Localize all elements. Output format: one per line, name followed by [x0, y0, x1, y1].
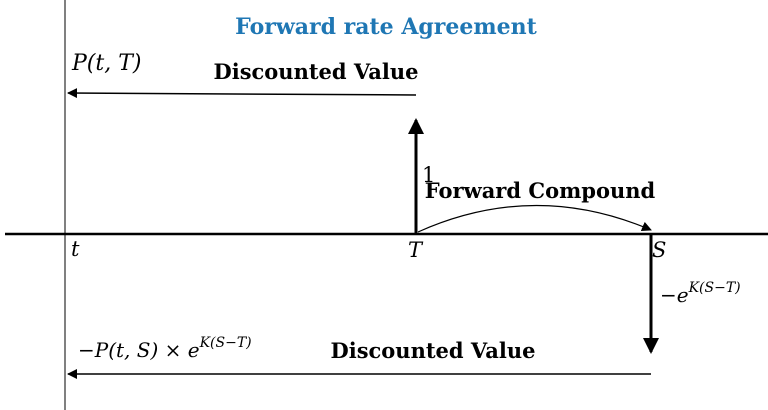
axis-label-T: T [408, 238, 424, 262]
bottom-formula-sup: K(S−T) [199, 335, 252, 351]
bottom-formula-label: −P(t, S) × eK(S−T) [78, 335, 252, 362]
discounted-value-bottom-label: Discounted Value [331, 338, 536, 363]
cashflow-one-label: 1 [422, 163, 435, 187]
neg-exp-base: −e [660, 283, 689, 307]
forward-compound-label: Forward Compound [425, 178, 656, 203]
neg-exp-sup: K(S−T) [688, 280, 741, 296]
bottom-formula-main: −P(t, S) × e [78, 338, 200, 362]
discount-arrow-top [67, 88, 417, 99]
diagram-title: Forward rate Agreement [235, 14, 537, 40]
forward-compound-arc [417, 204, 652, 233]
axis-label-S: S [652, 238, 666, 262]
p-t-T-label: P(t, T) [71, 51, 141, 76]
axis-label-t: t [71, 237, 80, 261]
discounted-value-top-label: Discounted Value [214, 59, 419, 84]
neg-exp-label: −eK(S−T) [660, 280, 741, 307]
